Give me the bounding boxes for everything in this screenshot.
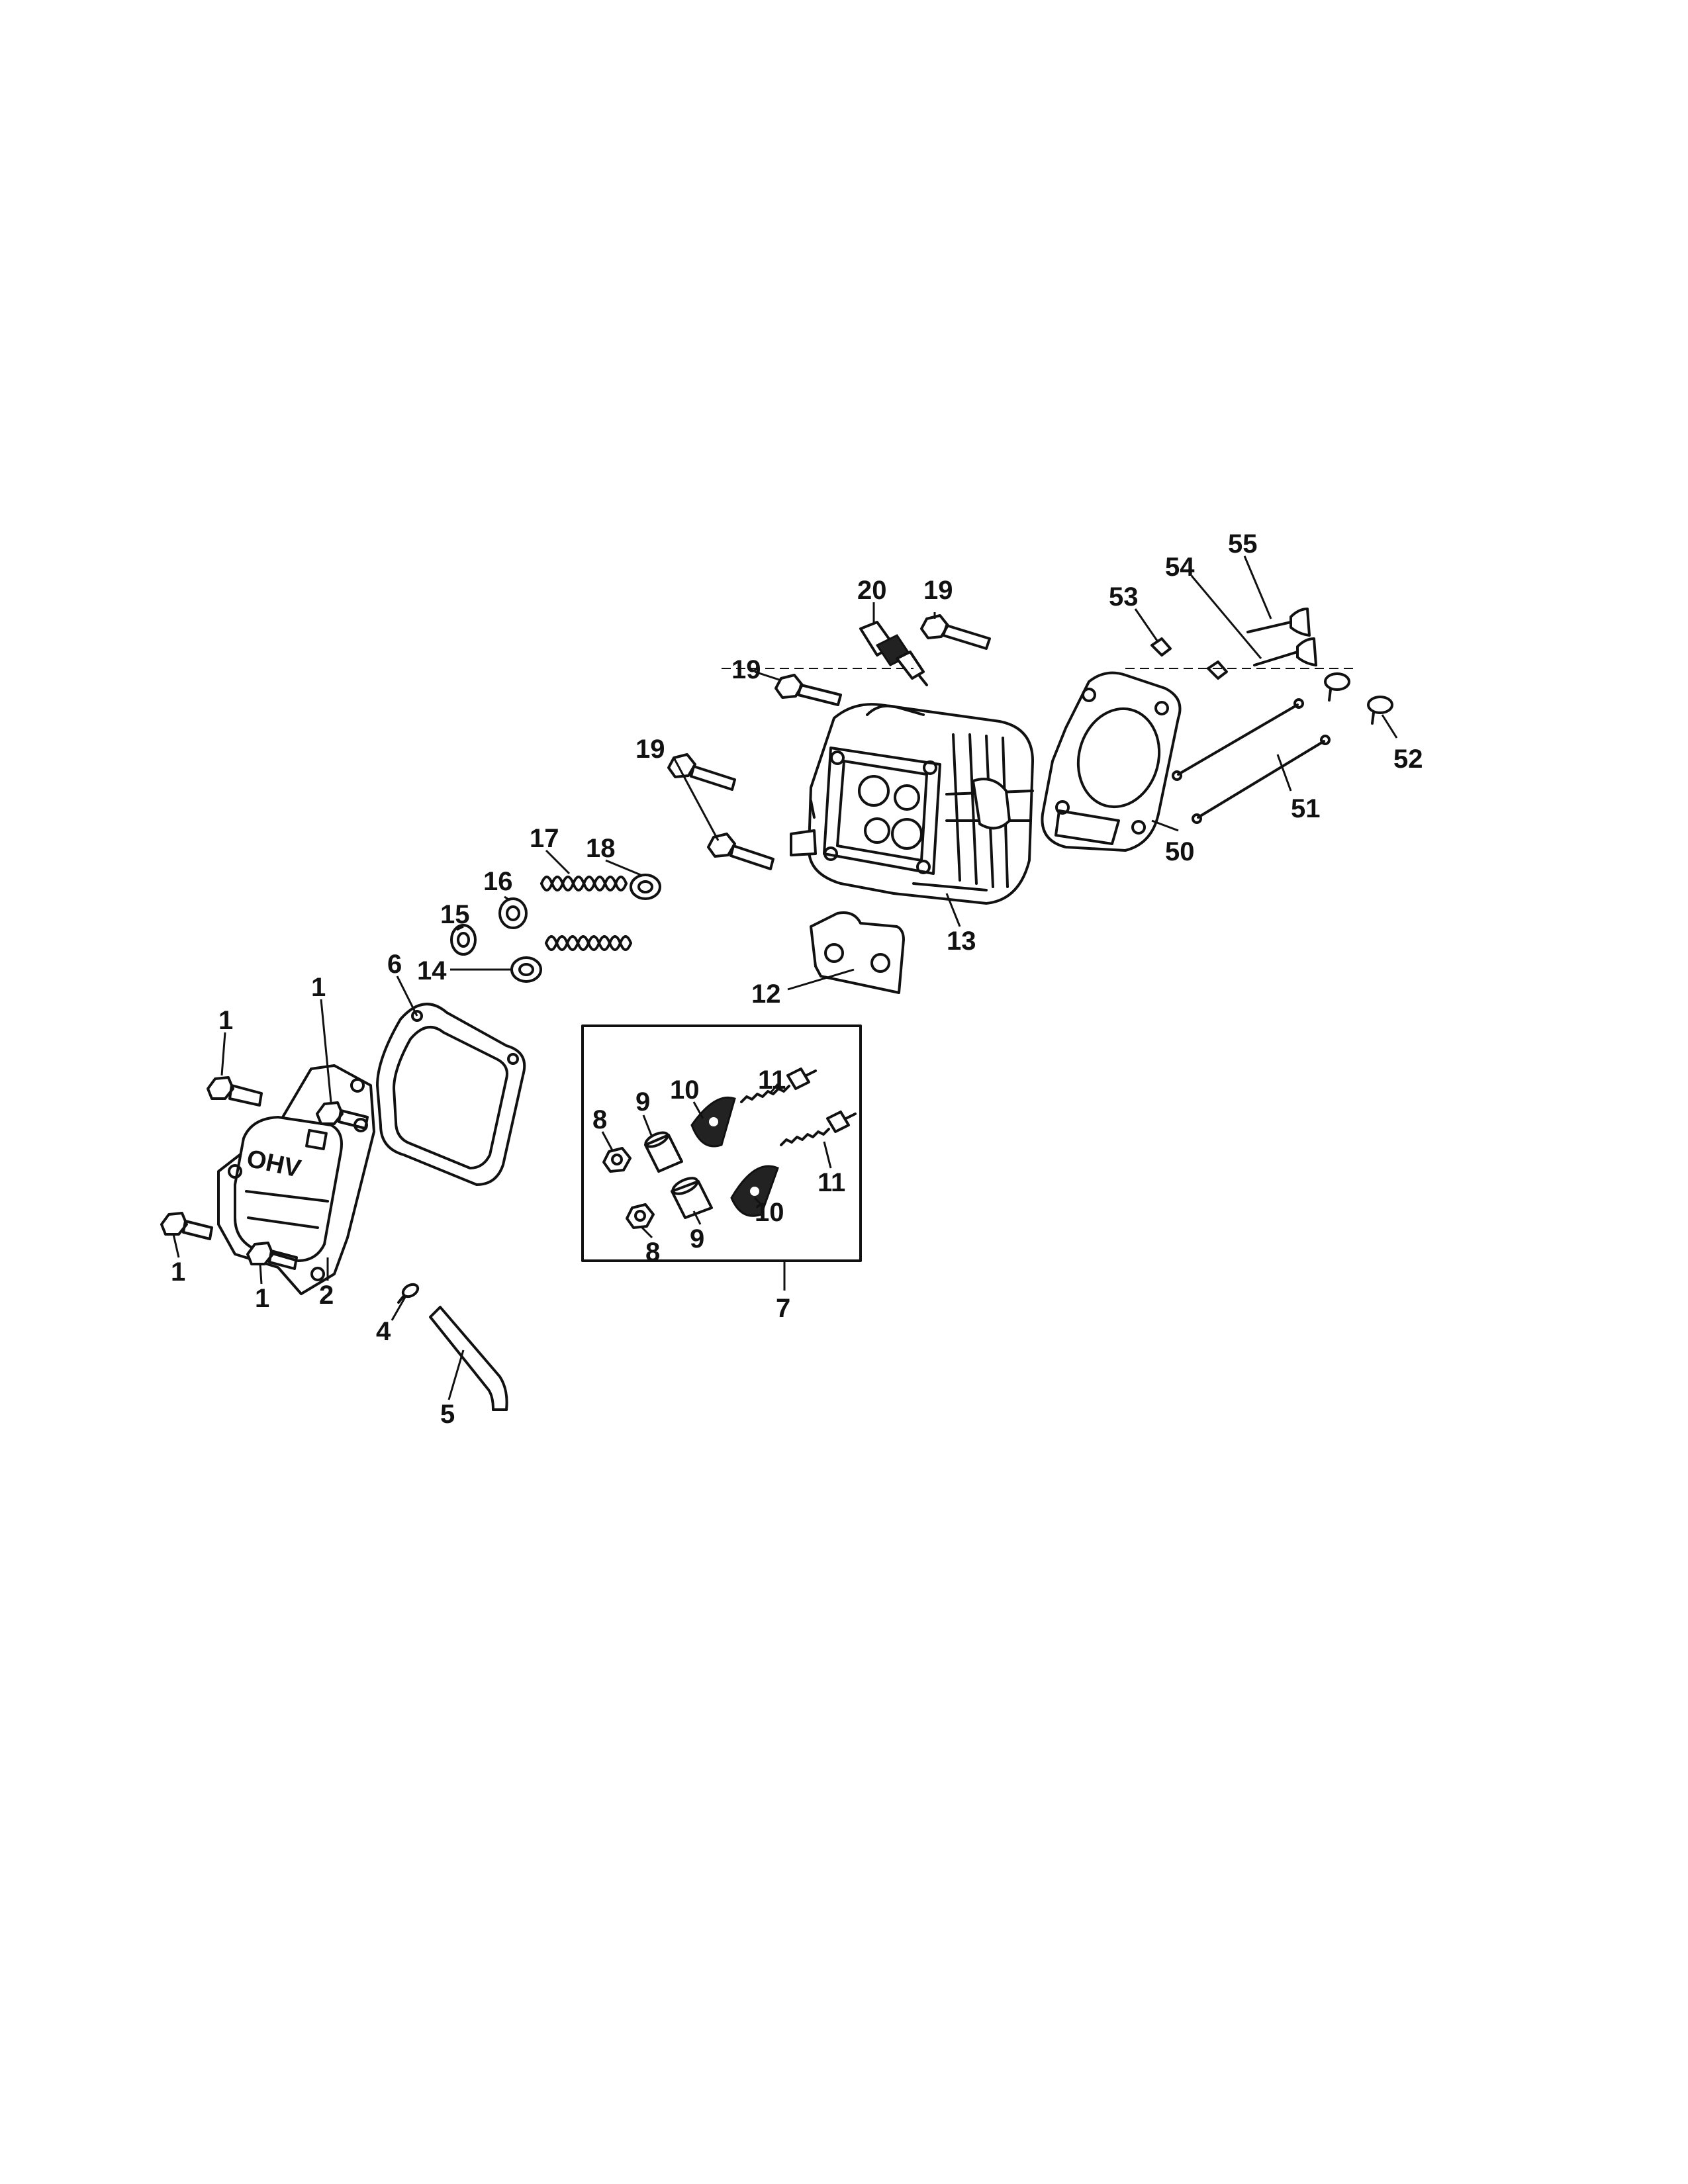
callout-8b: 8 (645, 1238, 660, 1267)
callout-53: 53 (1109, 582, 1139, 612)
callout-17: 17 (530, 824, 559, 853)
valve-spring-17a (540, 876, 628, 891)
callout-8a: 8 (592, 1105, 607, 1134)
callout-15: 15 (440, 900, 470, 929)
callout-9a: 9 (635, 1087, 650, 1116)
callout-13: 13 (947, 927, 976, 956)
breather-hose (429, 1306, 508, 1411)
push-rod-51a (1172, 698, 1304, 781)
callout-20: 20 (857, 576, 887, 605)
intake-gasket (810, 911, 905, 994)
callout-19c: 19 (635, 735, 665, 764)
push-rod-51b (1192, 735, 1331, 824)
rocker-arm-kit-box (581, 1024, 862, 1262)
rocker-stud-11a (740, 1068, 817, 1103)
rocker-arm-10a (690, 1096, 736, 1148)
spring-seat-18 (630, 874, 661, 900)
callout-1b: 1 (311, 973, 326, 1002)
callout-54: 54 (1165, 553, 1195, 582)
callout-5: 5 (440, 1400, 455, 1429)
callout-16: 16 (483, 867, 513, 896)
valve-spring-17b (545, 935, 632, 951)
rocker-pivot-9a (644, 1131, 683, 1173)
head-bolt-19d (707, 833, 774, 870)
rocker-nut-8a (602, 1147, 632, 1173)
intake-valve-55 (1246, 608, 1311, 637)
rocker-pivot-9b (671, 1177, 713, 1219)
valve-seal-16 (498, 897, 528, 929)
callout-12: 12 (751, 979, 781, 1009)
callout-6: 6 (387, 950, 402, 979)
callout-10b: 10 (755, 1198, 784, 1227)
cover-bolt-1d (246, 1242, 298, 1270)
head-bolt-19c (667, 753, 736, 791)
callout-1a: 1 (218, 1006, 233, 1035)
spring-seat-14 (510, 956, 542, 983)
callout-55: 55 (1228, 529, 1258, 559)
callout-1c: 1 (171, 1257, 185, 1287)
callout-10a: 10 (670, 1075, 700, 1105)
callout-labels: 1 1 1 1 2 4 5 6 7 8 8 9 9 10 10 11 11 12… (171, 529, 1423, 1429)
breather-clip (397, 1283, 420, 1304)
callout-11a: 11 (758, 1066, 786, 1095)
valve-keeper-53b (1207, 660, 1228, 680)
callout-9b: 9 (690, 1224, 704, 1253)
callout-19b: 19 (923, 576, 953, 605)
cover-bolt-1b (316, 1101, 369, 1130)
callout-14: 14 (417, 956, 447, 985)
cover-bolt-1c (160, 1212, 213, 1240)
rocker-nut-8b (626, 1203, 655, 1229)
valve-cover-gasket (376, 1003, 526, 1186)
valve-keeper-53 (1150, 637, 1172, 657)
callout-2: 2 (319, 1281, 334, 1310)
cover-bolt-1a (207, 1076, 263, 1107)
head-bolt-19b (920, 614, 991, 650)
callout-7: 7 (776, 1294, 790, 1323)
callout-51: 51 (1291, 794, 1321, 823)
exhaust-valve-54 (1253, 637, 1317, 666)
head-bolt-19a (774, 674, 842, 706)
cylinder-head (790, 703, 1034, 905)
callout-52: 52 (1393, 745, 1423, 774)
callout-1d: 1 (255, 1284, 269, 1313)
callout-4: 4 (376, 1317, 391, 1346)
spark-plug (859, 621, 928, 686)
tappet-52b (1367, 696, 1393, 725)
rocker-arm-10b (730, 1165, 779, 1217)
callout-11b: 11 (818, 1168, 845, 1197)
callout-19a: 19 (731, 655, 761, 684)
leader-lines (172, 555, 1398, 1400)
valve-retainer-15 (450, 924, 477, 956)
tappet-52a (1324, 672, 1350, 702)
rocker-stud-11b (780, 1111, 857, 1146)
callout-50: 50 (1165, 837, 1195, 866)
cylinder-head-gasket (1041, 671, 1182, 852)
callout-18: 18 (586, 834, 616, 863)
